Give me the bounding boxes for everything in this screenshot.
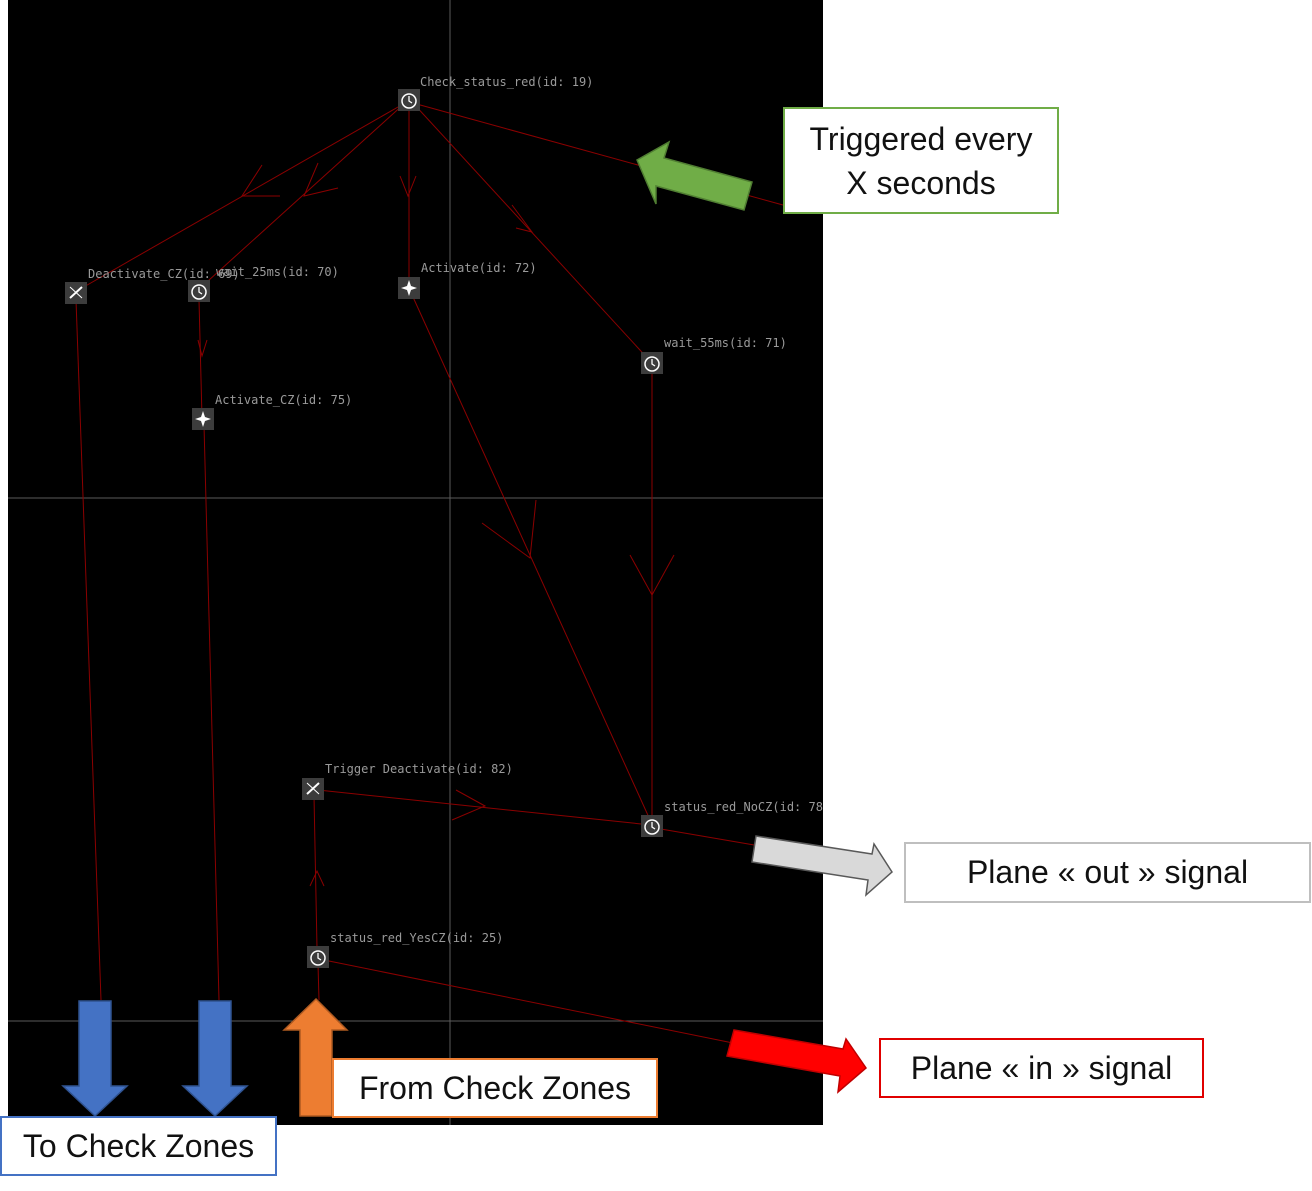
timer-icon-hands xyxy=(651,359,656,367)
callout-plane-in-signal: Plane « in » signal xyxy=(879,1038,1204,1098)
node-check-status-red[interactable]: Check_status_red(id: 19) xyxy=(398,75,593,111)
edge-check-to-wait-25ms xyxy=(197,102,406,291)
callout-text: Plane « out » signal xyxy=(966,854,1249,890)
node-wait-55ms[interactable]: wait_55ms(id: 71) xyxy=(641,336,787,374)
node-wait-25ms[interactable]: wait_25ms(id: 70) xyxy=(188,265,339,302)
edge-deactivate-cz-to-bottom xyxy=(75,299,102,1001)
deactivate-icon-cross xyxy=(69,286,83,299)
node-label: Activate(id: 72) xyxy=(421,261,537,275)
timer-icon-hands xyxy=(408,96,413,104)
arrowhead xyxy=(303,162,339,197)
callout-line: Triggered every xyxy=(809,120,1033,157)
editor-edge-mask xyxy=(823,780,883,820)
node-deactivate-cz[interactable]: Deactivate_CZ(id: 69) xyxy=(65,267,240,304)
callout-triggered-every-x-seconds: Triggered every X seconds xyxy=(783,107,1059,214)
node-status-red-nocz[interactable]: status_red_NoCZ(id: 78) xyxy=(641,800,830,837)
node-label: wait_25ms(id: 70) xyxy=(216,265,339,279)
edge-arrowheads xyxy=(197,162,675,887)
arrowhead xyxy=(399,175,417,198)
arrowhead xyxy=(309,869,325,887)
arrowhead xyxy=(451,789,487,821)
timer-icon-face xyxy=(310,950,326,966)
arrowhead xyxy=(511,204,534,233)
node-label: Check_status_red(id: 19) xyxy=(420,75,593,89)
edge-check-to-deactivate-cz xyxy=(74,102,406,293)
timer-icon-face xyxy=(644,356,660,372)
edge-status-nocz-to-out xyxy=(654,827,761,847)
callout-text: To Check Zones xyxy=(22,1127,255,1164)
edge-status-yescz-to-trigger-deactivate xyxy=(313,795,318,949)
timer-icon-hands xyxy=(651,822,656,830)
edge-activate-cz-to-bottom xyxy=(203,424,220,1001)
edge-status-yescz-to-in xyxy=(323,959,734,1044)
node-label: status_red_NoCZ(id: 78) xyxy=(664,800,830,814)
callout-text: From Check Zones xyxy=(358,1069,632,1106)
arrowhead xyxy=(197,339,208,358)
node-label: status_red_YesCZ(id: 25) xyxy=(330,931,503,945)
node-activate-cz[interactable]: Activate_CZ(id: 75) xyxy=(192,393,352,430)
grey-arrow xyxy=(751,835,893,897)
arrowhead xyxy=(241,164,280,197)
green-arrow xyxy=(636,140,753,211)
callout-text: Plane « in » signal xyxy=(910,1049,1173,1086)
timer-icon-face xyxy=(191,284,207,300)
node-label: Deactivate_CZ(id: 69) xyxy=(88,267,240,281)
grid xyxy=(8,0,823,1125)
activate-icon-star xyxy=(401,280,417,296)
edge-trigger-deactivate-to-status-nocz xyxy=(317,789,652,826)
callout-to-check-zones: To Check Zones xyxy=(0,1116,277,1176)
blue-arrow-right xyxy=(181,1000,249,1118)
edge-wait-25ms-to-activate-cz xyxy=(198,299,203,419)
node-status-red-yescz[interactable]: status_red_YesCZ(id: 25) xyxy=(307,931,503,968)
timer-icon-face xyxy=(401,93,417,109)
callout-from-check-zones: From Check Zones xyxy=(332,1058,658,1118)
timer-icon-face xyxy=(644,819,660,835)
callout-line: X seconds xyxy=(846,164,996,201)
node-label: Trigger Deactivate(id: 82) xyxy=(325,762,513,776)
arrowhead xyxy=(481,499,537,559)
blue-arrow-left xyxy=(61,1000,129,1118)
timer-icon-hands xyxy=(317,953,322,961)
node-trigger-deactivate[interactable]: Trigger Deactivate(id: 82) xyxy=(302,762,513,800)
red-arrow xyxy=(726,1029,868,1094)
node-label: Activate_CZ(id: 75) xyxy=(215,393,352,407)
deactivate-icon-cross xyxy=(306,782,320,795)
orange-arrow xyxy=(282,997,349,1117)
node-label: wait_55ms(id: 71) xyxy=(664,336,787,350)
edge-activate-to-status-nocz xyxy=(412,296,652,823)
arrowhead xyxy=(629,554,675,597)
node-activate[interactable]: Activate(id: 72) xyxy=(398,261,537,299)
edge-bottom-to-status-yescz xyxy=(317,963,320,1001)
timer-icon-hands xyxy=(198,287,203,295)
activate-icon-star xyxy=(195,411,211,427)
callout-plane-out-signal: Plane « out » signal xyxy=(904,842,1311,903)
callout-text: Triggered every X seconds xyxy=(810,117,1033,205)
